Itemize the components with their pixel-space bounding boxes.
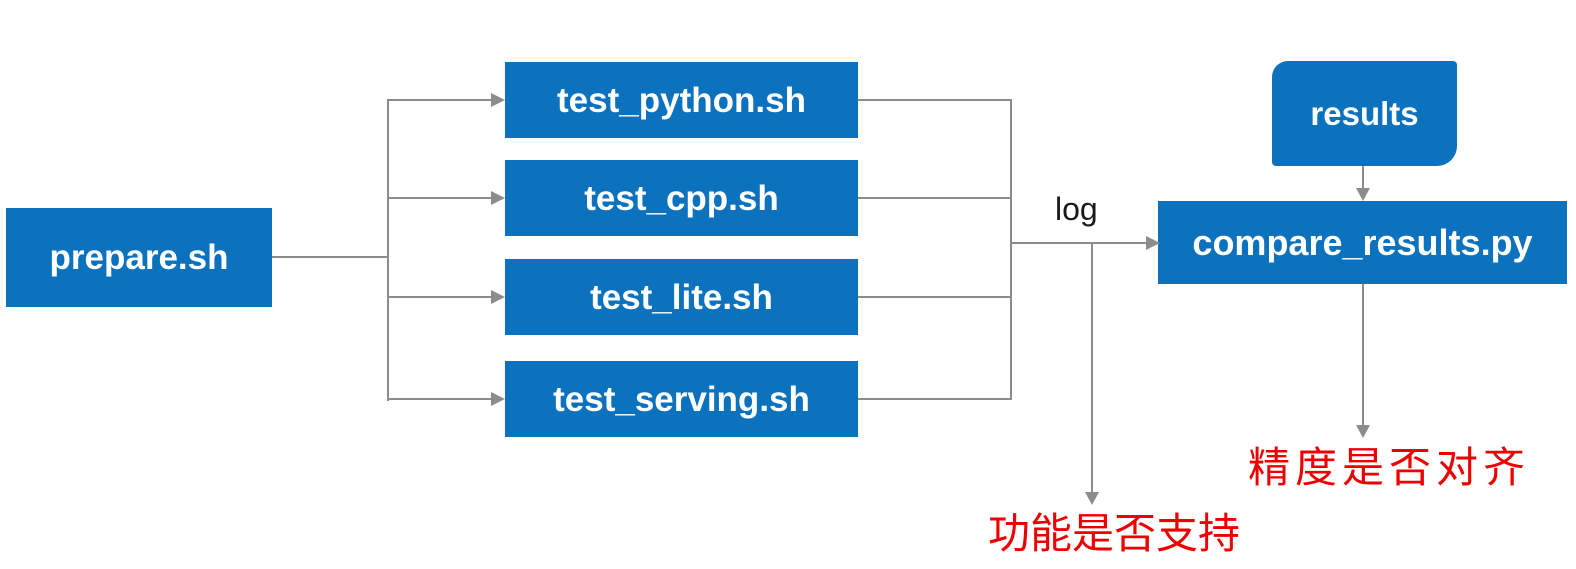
node-test-serving-sh: test_serving.sh	[505, 361, 858, 437]
connector-test-cpp-to-bus	[858, 197, 1011, 199]
node-prepare-sh-label: prepare.sh	[49, 238, 229, 277]
connector-right-bus	[1010, 99, 1012, 400]
edge-label-log: log	[1055, 191, 1098, 227]
annotation-function-check: 功能是否支持	[988, 510, 1241, 557]
connector-log-to-compare	[1011, 242, 1147, 244]
connector-bus-to-test-lite	[388, 296, 492, 298]
node-compare-results-py-label: compare_results.py	[1192, 221, 1533, 263]
connector-test-serving-to-bus	[858, 398, 1011, 400]
node-test-lite-sh-label: test_lite.sh	[590, 277, 773, 317]
connector-prepare-to-bus	[272, 256, 388, 258]
node-test-serving-sh-label: test_serving.sh	[553, 379, 810, 419]
node-test-lite-sh: test_lite.sh	[505, 259, 858, 335]
arrowhead-into-compare	[1146, 236, 1160, 250]
arrowhead-into-accuracy-check	[1356, 425, 1370, 438]
connector-bus-to-test-serving	[388, 398, 492, 400]
arrowhead-into-test-serving	[491, 392, 505, 406]
node-test-python-sh-label: test_python.sh	[557, 80, 806, 120]
node-results: results	[1272, 61, 1457, 166]
node-results-label: results	[1310, 95, 1419, 132]
connector-log-branch-down	[1091, 243, 1093, 493]
node-test-python-sh: test_python.sh	[505, 62, 858, 138]
connector-bus-to-test-cpp	[388, 197, 492, 199]
arrowhead-into-test-python	[491, 93, 505, 107]
connector-test-lite-to-bus	[858, 296, 1011, 298]
node-test-cpp-sh-label: test_cpp.sh	[584, 178, 779, 218]
arrowhead-into-test-lite	[491, 290, 505, 304]
arrowhead-results-into-compare	[1356, 188, 1370, 201]
node-compare-results-py: compare_results.py	[1158, 201, 1567, 284]
node-test-cpp-sh: test_cpp.sh	[505, 160, 858, 236]
annotation-accuracy-check: 精度是否对齐	[1248, 444, 1531, 491]
arrowhead-into-test-cpp	[491, 191, 505, 205]
connector-compare-down	[1362, 284, 1364, 426]
node-prepare-sh: prepare.sh	[6, 208, 272, 307]
arrowhead-into-function-check	[1085, 492, 1099, 505]
connector-bus-to-test-python	[388, 99, 492, 101]
connector-test-python-to-bus	[858, 99, 1011, 101]
connector-results-to-compare	[1362, 166, 1364, 189]
connector-left-bus	[387, 99, 389, 401]
